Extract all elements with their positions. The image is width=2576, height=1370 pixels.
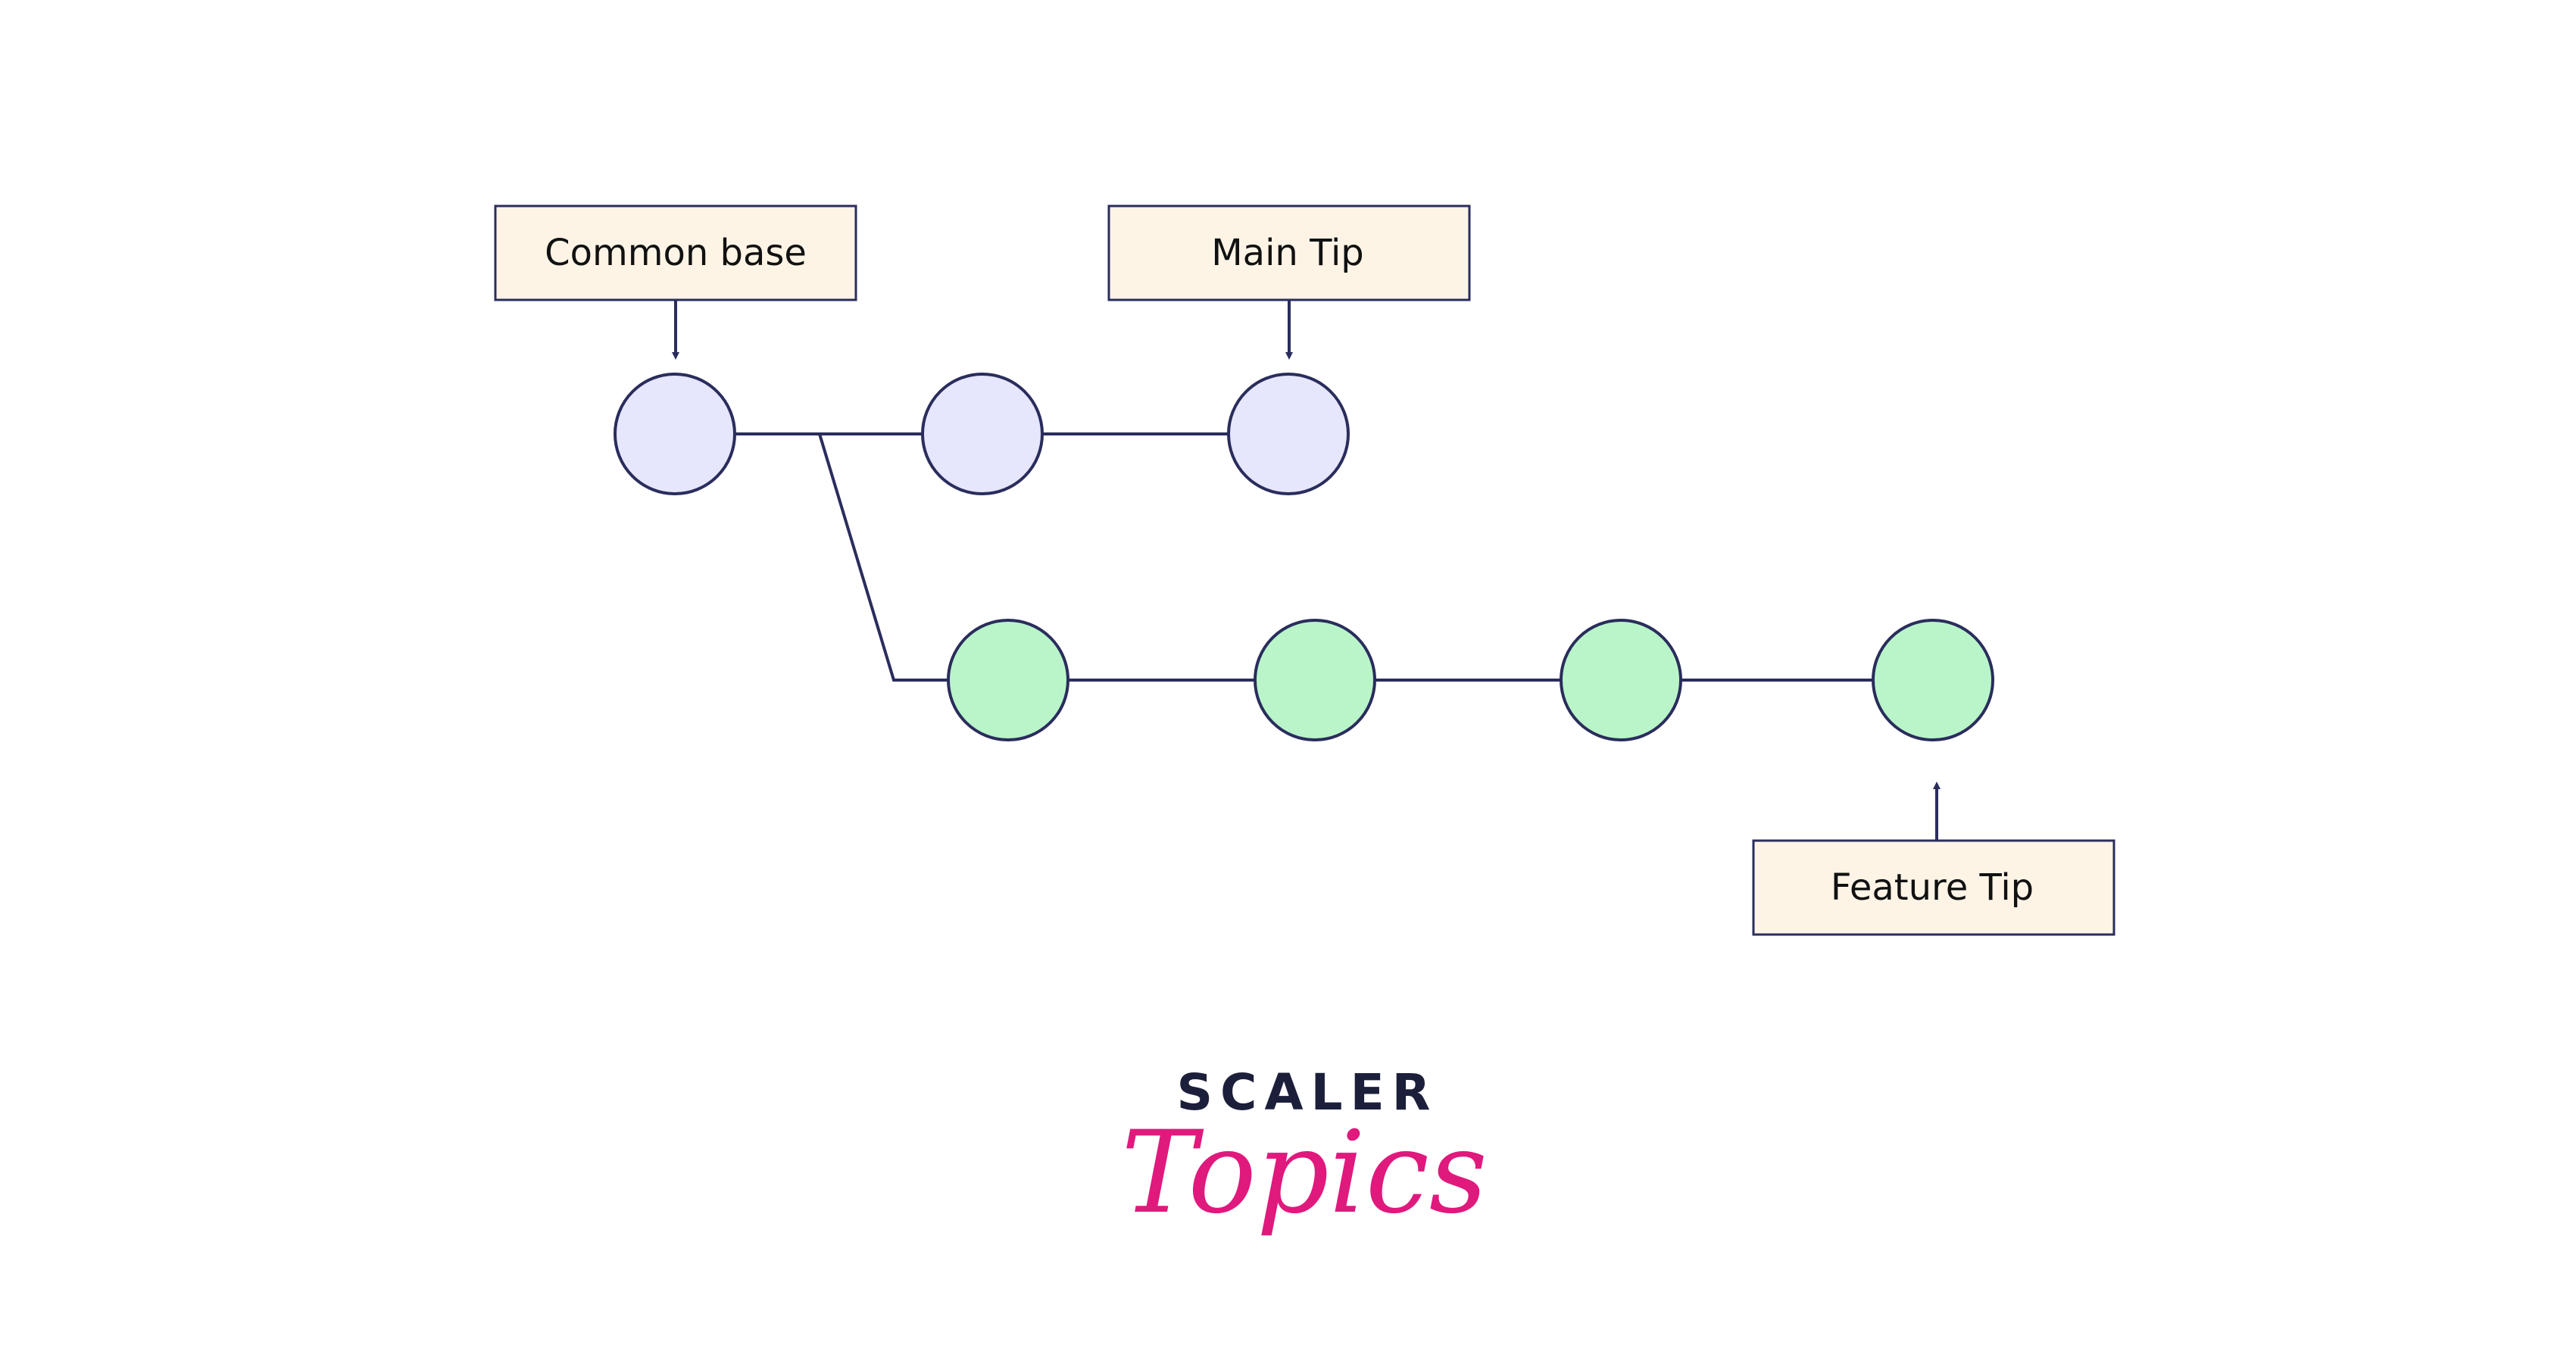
common-base-label-text: Common base [545, 232, 807, 274]
commit-node-feature-3 [1560, 619, 1682, 741]
commit-node-feature-2 [1254, 619, 1376, 741]
main-tip-label-text: Main Tip [1211, 232, 1364, 274]
common-base-label: Common base [494, 204, 857, 360]
commit-node-main-tip [1227, 373, 1350, 495]
logo-topics-text: Topics [1121, 1107, 1488, 1239]
feature-branch-edge [818, 433, 949, 682]
feature-tip-label-box [1752, 839, 2115, 936]
main-tip-label: Main Tip [1107, 204, 1471, 360]
common-base-label-box [494, 204, 857, 301]
commit-node-feature-1 [947, 619, 1069, 741]
logo-scaler-text: SCALER [1176, 1063, 1438, 1122]
commit-node-feature-tip [1872, 619, 1994, 741]
commit-node-main-2 [921, 373, 1044, 495]
feature-branch [947, 619, 1994, 741]
feature-tip-label-text: Feature Tip [1831, 866, 2034, 909]
feature-tip-label: Feature Tip [1752, 782, 2115, 936]
commit-node-common-base [614, 373, 736, 495]
main-tip-label-box [1107, 204, 1471, 301]
scaler-topics-logo: SCALER Topics [1121, 1063, 1488, 1239]
connector-lines [735, 432, 1873, 682]
main-branch [614, 373, 1350, 495]
